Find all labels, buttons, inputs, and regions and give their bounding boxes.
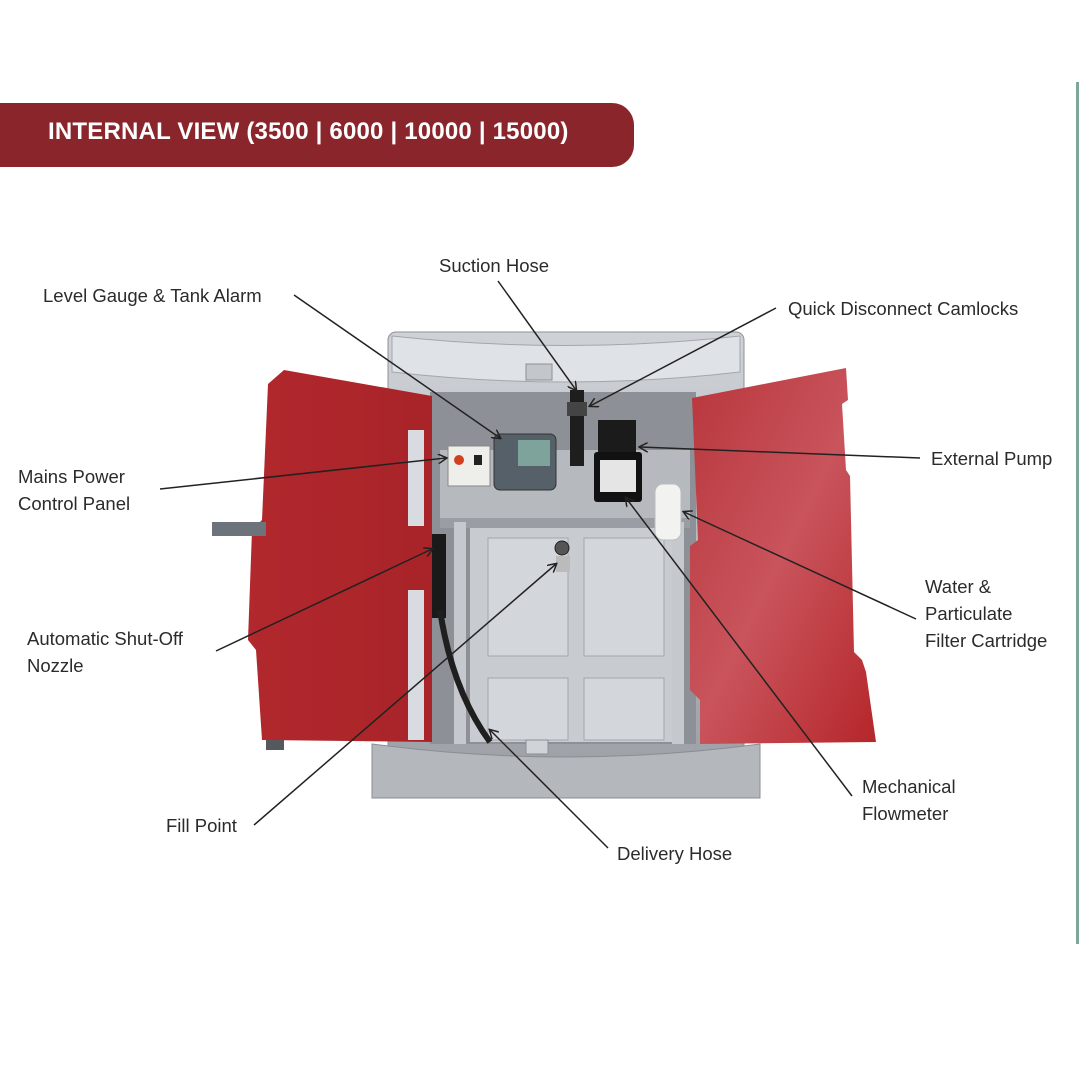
label-delivery-hose: Delivery Hose xyxy=(617,843,733,864)
label-flowmeter: Mechanical Flowmeter xyxy=(862,773,956,827)
page-title: INTERNAL VIEW (3500 | 6000 | 10000 | 150… xyxy=(48,118,569,145)
label-level-gauge: Level Gauge & Tank Alarm xyxy=(43,285,262,306)
side-divider xyxy=(1076,82,1079,944)
label-line: Control Panel xyxy=(18,493,131,514)
label-line: Particulate xyxy=(925,603,1013,624)
label-quick-disconnect: Quick Disconnect Camlocks xyxy=(788,298,1019,319)
label-fill-point: Fill Point xyxy=(166,815,237,836)
label-mains-power: Mains Power Control Panel xyxy=(18,463,130,517)
label-line: Flowmeter xyxy=(862,803,949,824)
label-external-pump: External Pump xyxy=(931,448,1053,469)
components xyxy=(430,390,682,744)
label-line: Mechanical xyxy=(862,776,956,797)
label-suction-hose: Suction Hose xyxy=(439,255,550,276)
label-water-filter: Water & Particulate Filter Cartridge xyxy=(925,573,1047,654)
leader-lines xyxy=(159,280,921,849)
label-line: Nozzle xyxy=(27,655,84,676)
header-band xyxy=(0,103,634,167)
right-door xyxy=(690,368,876,744)
label-nozzle: Automatic Shut-Off Nozzle xyxy=(27,625,183,679)
left-door xyxy=(212,370,432,750)
label-line: Mains Power xyxy=(18,466,125,487)
label-line: Water & xyxy=(925,576,992,597)
label-line: Filter Cartridge xyxy=(925,630,1048,651)
label-line: Automatic Shut-Off xyxy=(27,628,183,649)
